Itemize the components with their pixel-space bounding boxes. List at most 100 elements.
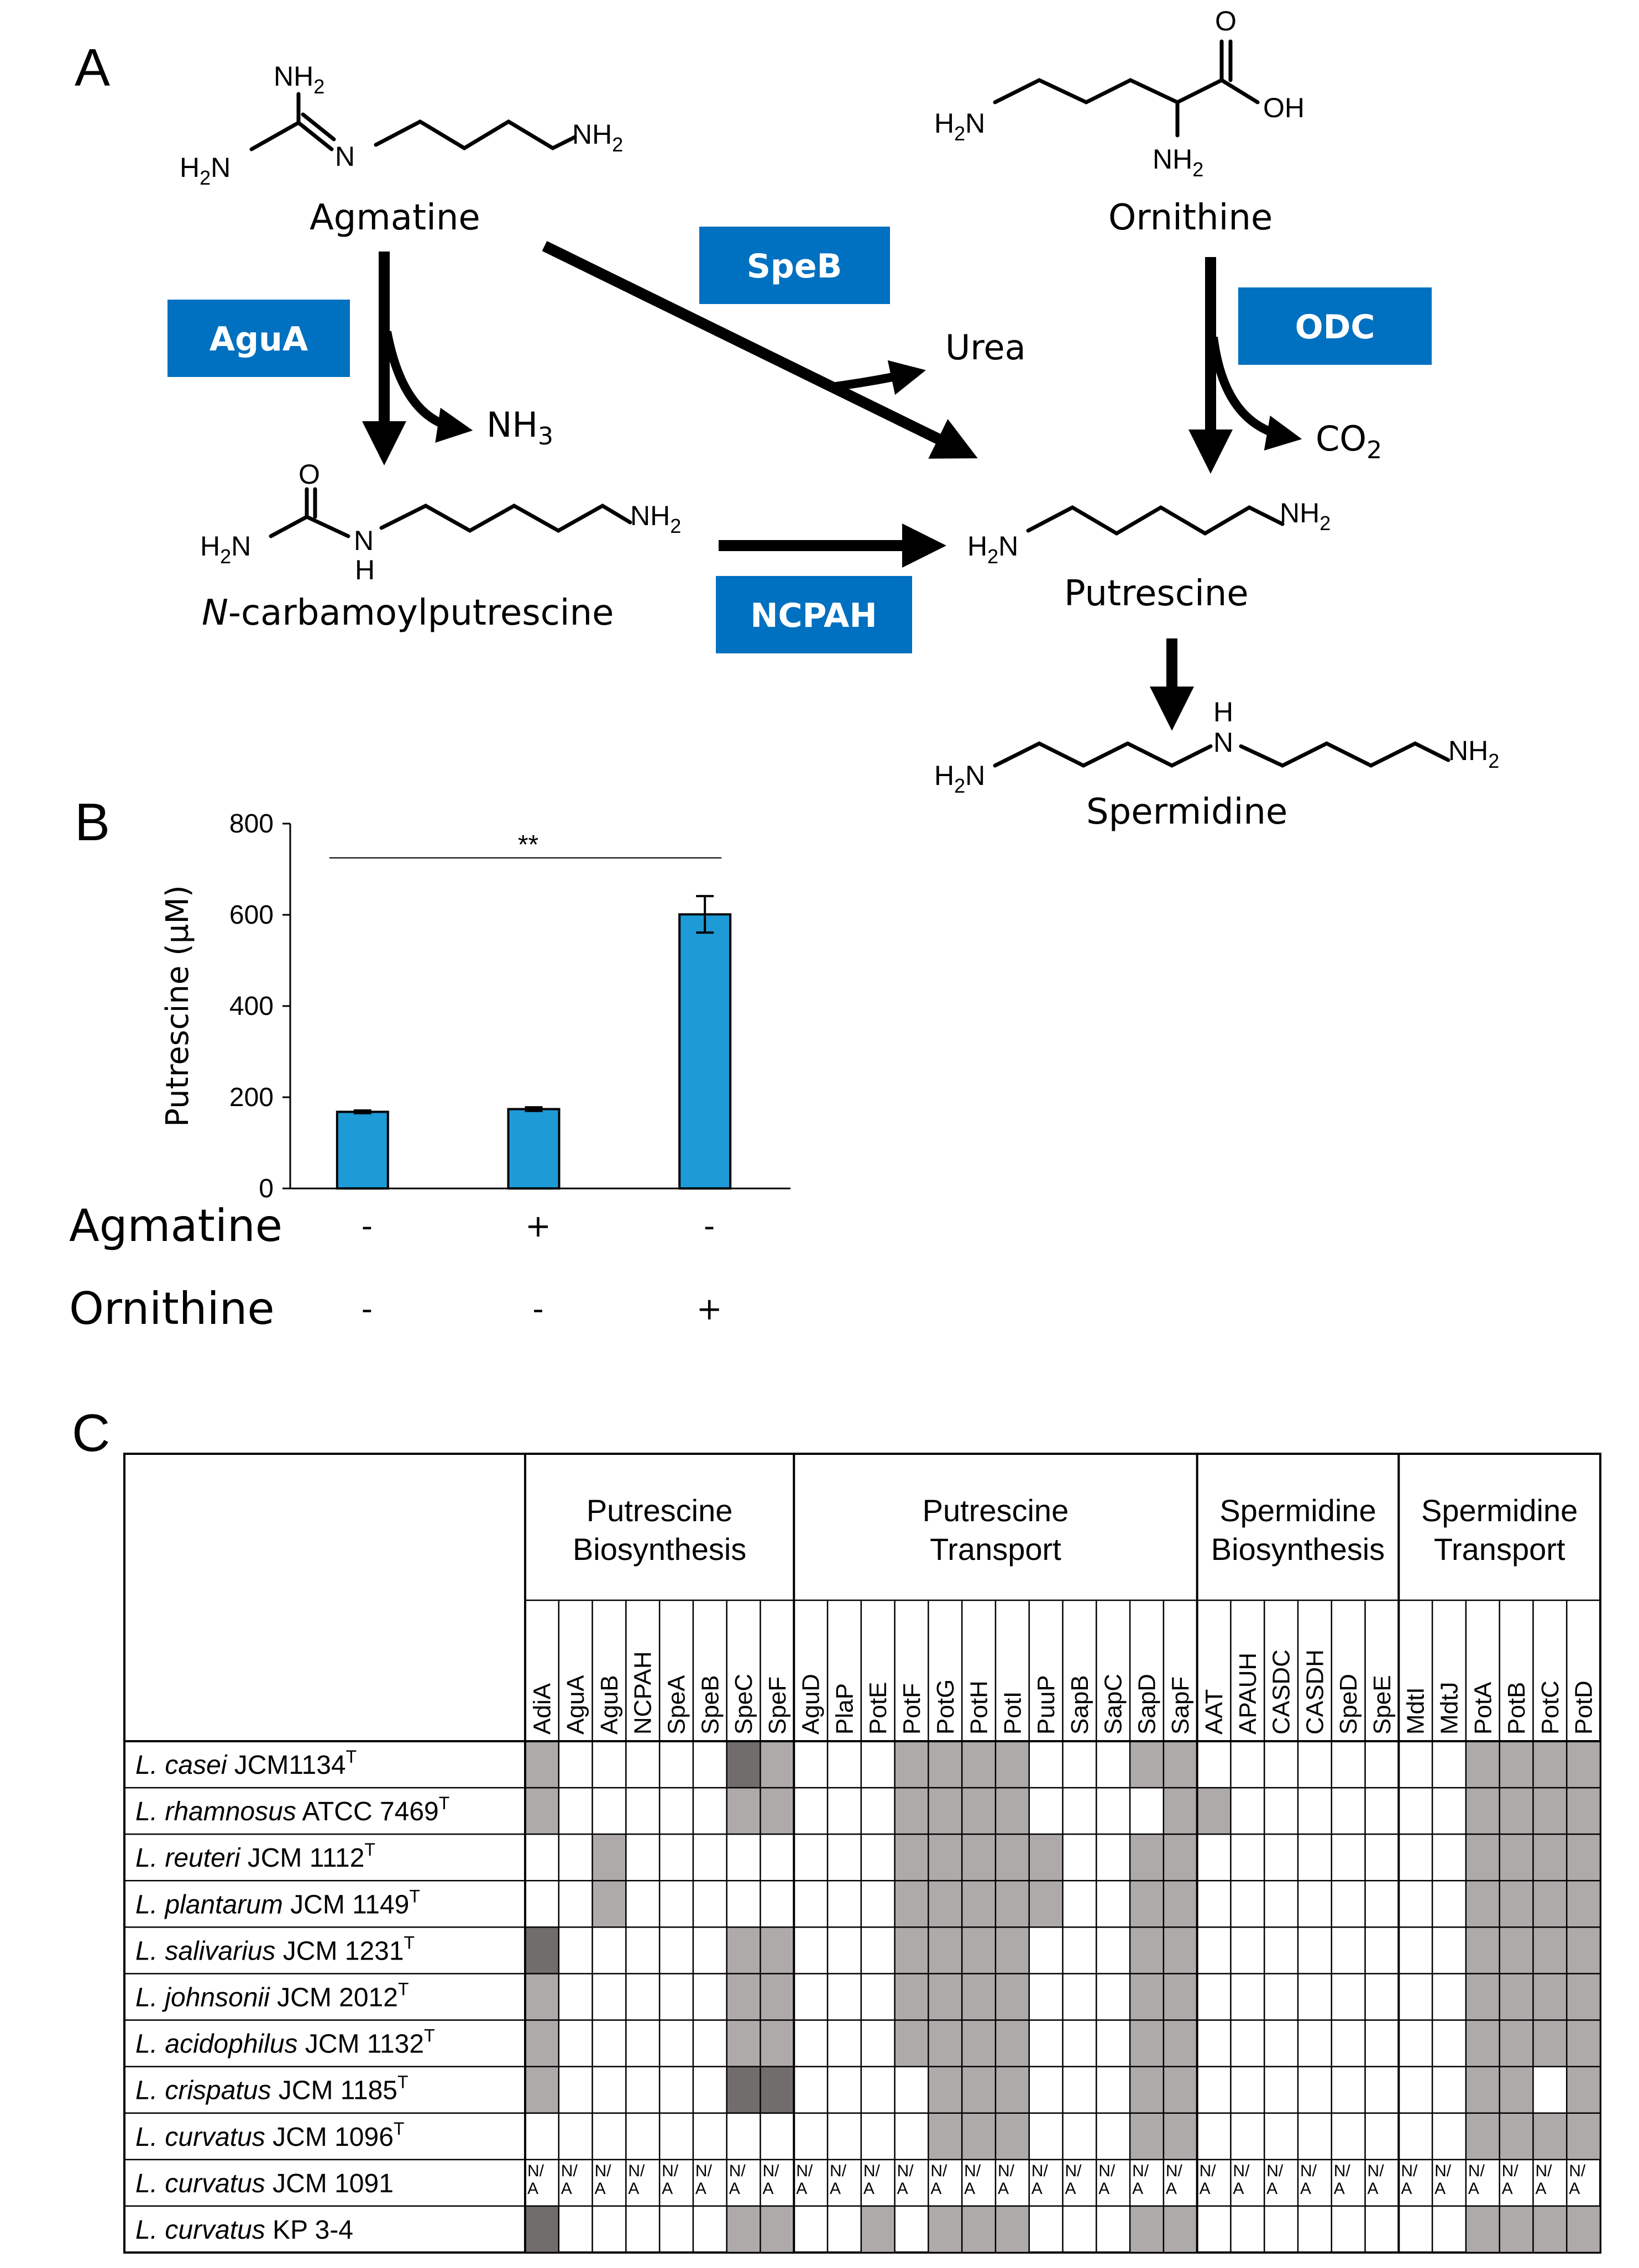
panel-a-letter: A xyxy=(75,38,110,97)
na-cell-top: N/ xyxy=(1334,2162,1351,2180)
gene-cell xyxy=(726,2206,761,2253)
treatment-label: Ornithine xyxy=(69,1283,275,1334)
gene-cell xyxy=(928,2020,962,2067)
group-header-line1: Putrescine xyxy=(587,1493,733,1528)
y-tick-label: 200 xyxy=(229,1083,274,1112)
gene-cell xyxy=(962,1881,996,1927)
na-cell-bottom: A xyxy=(1132,2180,1143,2198)
gene-cell xyxy=(1499,1973,1533,2020)
gene-cell xyxy=(995,1973,1029,2020)
na-cell-top: N/ xyxy=(1031,2162,1049,2180)
gene-cell xyxy=(995,1788,1029,1835)
spermidine-label: Spermidine xyxy=(1086,792,1287,832)
enzyme-label-agua: AguA xyxy=(210,320,308,359)
gene-cell xyxy=(962,1741,996,1788)
gene-cell xyxy=(525,1973,559,2020)
gene-header: PotH xyxy=(966,1680,993,1735)
na-cell-top: N/ xyxy=(1368,2162,1385,2180)
group-header-line2: Transport xyxy=(1434,1532,1565,1567)
treatment-value: - xyxy=(362,1208,373,1244)
na-cell-bottom: A xyxy=(1166,2180,1177,2198)
gene-cell xyxy=(1533,1927,1567,1974)
carbamoyl-o: O xyxy=(299,459,320,490)
carbamoylputrescine-structure xyxy=(269,487,632,538)
gene-cell xyxy=(1465,1927,1500,1974)
strain-label: L. curvatus JCM 1096T xyxy=(135,2119,404,2152)
gene-cell xyxy=(1533,2113,1567,2160)
gene-cell xyxy=(1567,1973,1600,2020)
gene-cell xyxy=(1130,1834,1164,1881)
treatment-value: + xyxy=(697,1291,722,1327)
ornithine-h2n: H2N xyxy=(934,108,985,145)
gene-cell xyxy=(726,1927,761,1974)
na-cell-bottom: A xyxy=(998,2180,1009,2198)
gene-cell xyxy=(962,2113,996,2160)
gene-cell xyxy=(1533,2206,1567,2253)
ornithine-o: O xyxy=(1215,6,1237,36)
gene-cell xyxy=(995,1927,1029,1974)
strain-label: L. salivarius JCM 1231T xyxy=(135,1932,415,1966)
na-cell-top: N/ xyxy=(796,2162,813,2180)
na-cell-top: N/ xyxy=(1401,2162,1418,2180)
enzyme-box-odc: ODC xyxy=(1238,287,1432,365)
enzyme-label-odc: ODC xyxy=(1295,308,1375,347)
gene-cell xyxy=(1567,2066,1600,2113)
na-cell-bottom: A xyxy=(1502,2180,1513,2198)
ornithine-nh2: NH2 xyxy=(1153,144,1203,181)
gene-cell xyxy=(894,1881,929,1927)
na-cell-bottom: A xyxy=(964,2180,975,2198)
na-cell-top: N/ xyxy=(1434,2162,1452,2180)
enzyme-box-ncpah: NCPAH xyxy=(716,576,912,653)
na-cell-bottom: A xyxy=(1031,2180,1043,2198)
carbamoyl-h2n: H2N xyxy=(200,531,251,568)
urea-label: Urea xyxy=(945,327,1026,368)
gene-cell xyxy=(995,2113,1029,2160)
gene-cell xyxy=(1499,2066,1533,2113)
gene-cell xyxy=(1163,1834,1197,1881)
strain-label: L. crispatus JCM 1185T xyxy=(135,2072,409,2105)
na-cell-bottom: A xyxy=(1233,2180,1244,2198)
na-cell-bottom: A xyxy=(1434,2180,1446,2198)
gene-cell xyxy=(1163,2020,1197,2067)
agmatine-structure xyxy=(249,92,577,151)
gene-header: SpeA xyxy=(663,1675,690,1735)
na-cell-bottom: A xyxy=(796,2180,807,2198)
gene-cell xyxy=(962,1788,996,1835)
na-cell-top: N/ xyxy=(830,2162,847,2180)
gene-cell xyxy=(1130,2206,1164,2253)
gene-cell xyxy=(1567,1834,1600,1881)
gene-cell xyxy=(592,1881,626,1927)
enzyme-box-speb: SpeB xyxy=(699,227,890,304)
gene-cell xyxy=(1163,2113,1197,2160)
gene-cell xyxy=(894,1741,929,1788)
na-cell-top: N/ xyxy=(595,2162,612,2180)
gene-cell xyxy=(1567,1927,1600,1974)
gene-cell xyxy=(1533,1834,1567,1881)
gene-cell xyxy=(760,1788,794,1835)
treatment-value: - xyxy=(532,1291,543,1327)
carbamoylputrescine-label: N-carbamoylputrescine xyxy=(202,593,614,633)
na-cell-bottom: A xyxy=(1200,2180,1211,2198)
gene-cell xyxy=(1533,1881,1567,1927)
gene-cell xyxy=(1567,2020,1600,2067)
gene-cell xyxy=(1567,2113,1600,2160)
na-cell-bottom: A xyxy=(1300,2180,1311,2198)
gene-cell xyxy=(760,1927,794,1974)
y-tick-label: 0 xyxy=(259,1174,274,1203)
na-cell-top: N/ xyxy=(628,2162,645,2180)
na-cell-top: N/ xyxy=(930,2162,947,2180)
gene-cell xyxy=(1465,1834,1500,1881)
gene-cell xyxy=(1130,2066,1164,2113)
enzyme-box-agua: AguA xyxy=(167,300,350,377)
gene-cell xyxy=(1163,1881,1197,1927)
gene-header: MdtJ xyxy=(1436,1682,1463,1735)
y-tick-label: 600 xyxy=(229,900,274,930)
agmatine-label: Agmatine xyxy=(310,197,480,238)
na-cell-bottom: A xyxy=(527,2180,538,2198)
gene-cell xyxy=(760,1741,794,1788)
treatment-label: Agmatine xyxy=(69,1200,282,1251)
treatment-value: - xyxy=(362,1291,373,1327)
putrescine-h2n: H2N xyxy=(967,531,1018,568)
gene-cell xyxy=(1163,1973,1197,2020)
carbamoyl-nh2: NH2 xyxy=(630,500,681,537)
